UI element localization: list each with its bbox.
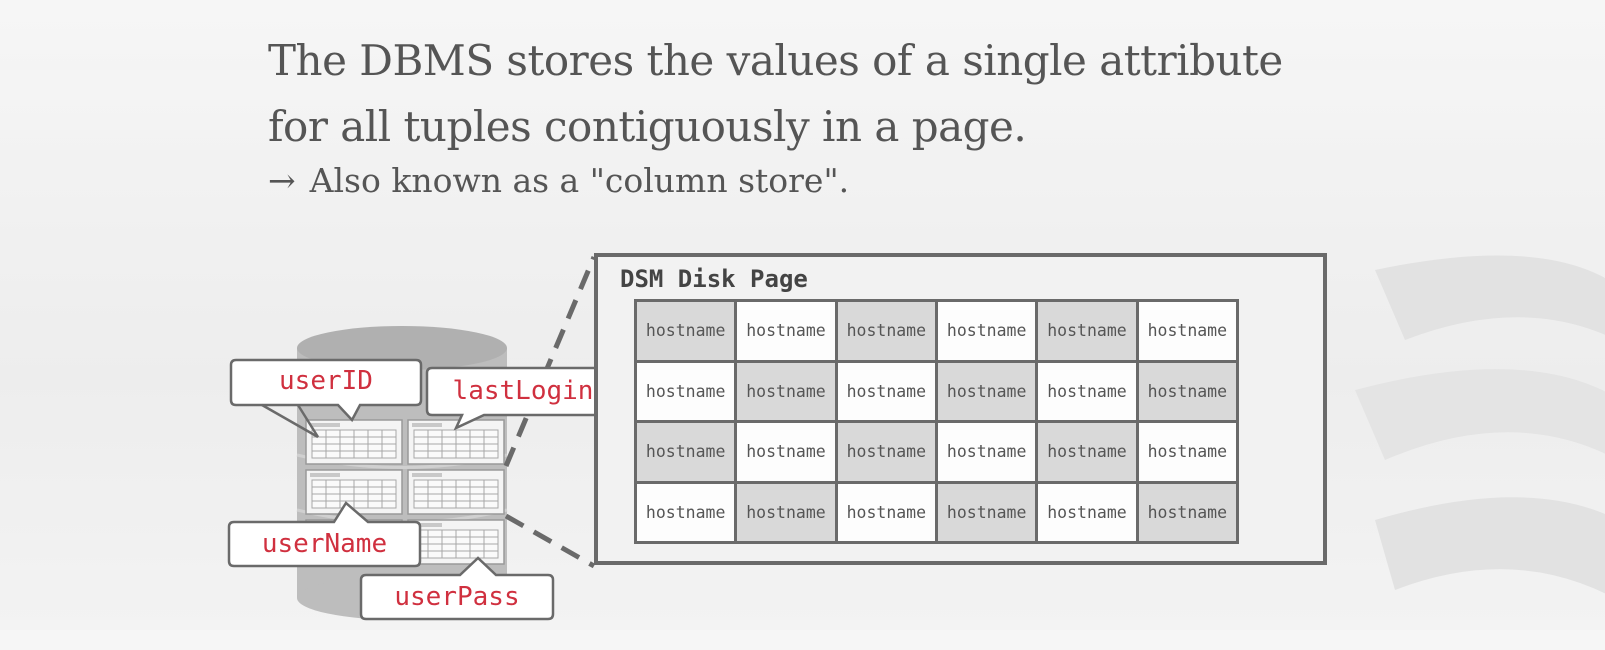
grid-cell: hostname — [637, 302, 735, 360]
dsm-disk-page: DSM Disk Page hostname hostname hostname… — [594, 253, 1327, 565]
callout-userid-label: userID — [279, 366, 373, 396]
grid-cell: hostname — [1038, 362, 1136, 420]
dsm-page-grid: hostname hostname hostname hostname host… — [634, 299, 1239, 544]
bullet-text: Also known as a "column store". — [309, 161, 850, 200]
grid-cell: hostname — [938, 423, 1036, 481]
dsm-disk-page-title: DSM Disk Page — [620, 265, 808, 293]
grid-cell: hostname — [938, 302, 1036, 360]
grid-cell: hostname — [637, 423, 735, 481]
grid-cell: hostname — [1138, 362, 1236, 420]
grid-cell: hostname — [737, 423, 835, 481]
zoom-line-bottom — [504, 513, 596, 569]
slide-title-line-1: The DBMS stores the values of a single a… — [268, 36, 1283, 85]
grid-cell: hostname — [837, 423, 935, 481]
grid-cell: hostname — [1038, 483, 1136, 541]
slide-title-line-2: for all tuples contiguously in a page. — [268, 102, 1027, 151]
grid-cell: hostname — [837, 362, 935, 420]
grid-cell: hostname — [737, 362, 835, 420]
grid-cell: hostname — [737, 302, 835, 360]
grid-cell: hostname — [1138, 483, 1236, 541]
database-diagram — [227, 256, 621, 621]
grid-cell: hostname — [837, 302, 935, 360]
grid-cell: hostname — [737, 483, 835, 541]
callout-username-bubble — [227, 501, 422, 568]
grid-cell: hostname — [1038, 423, 1136, 481]
grid-cell: hostname — [938, 362, 1036, 420]
callout-username-label: userName — [261, 529, 388, 559]
callout-userid-bubble — [229, 358, 423, 439]
zoom-line-top — [503, 256, 597, 467]
grid-cell: hostname — [637, 483, 735, 541]
bullet-point: → Also known as a "column store". — [268, 156, 1283, 206]
grid-cell: hostname — [837, 483, 935, 541]
watermark-logo — [1355, 255, 1605, 594]
grid-cell: hostname — [1038, 302, 1136, 360]
grid-cell: hostname — [1138, 302, 1236, 360]
slide-text: The DBMS stores the values of a single a… — [268, 28, 1283, 206]
grid-cell: hostname — [938, 483, 1036, 541]
grid-cell: hostname — [1138, 423, 1236, 481]
arrow-icon: → — [268, 161, 296, 200]
callout-lastlogin-label: lastLogin — [452, 376, 594, 406]
callout-userpass-label: userPass — [394, 582, 520, 612]
grid-cell: hostname — [637, 362, 735, 420]
callout-userpass-bubble — [359, 556, 555, 621]
